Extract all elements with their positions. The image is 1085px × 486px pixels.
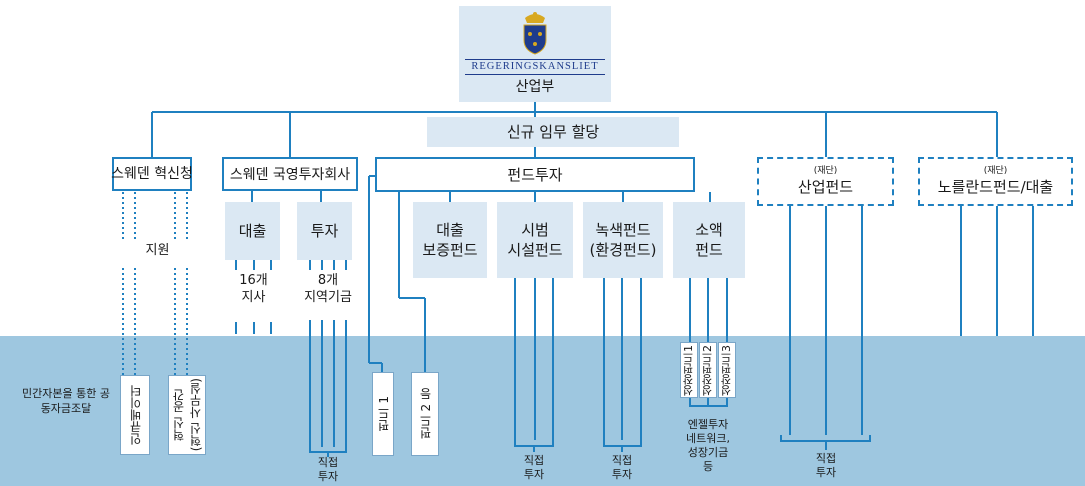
direct-invest-label-4: 직접 투자 [803, 452, 849, 480]
loan-guarantee-line2: 보증펀드 [422, 241, 478, 259]
industry-fund-box: (재단) 산업펀드 [757, 157, 894, 206]
direct-text: 직접 [611, 454, 633, 467]
angel-line1: 엔젤투자 [687, 418, 729, 431]
growth-fund1-label: 성장펀드1 [682, 344, 695, 396]
direct-invest-label-1: 직접 투자 [305, 456, 351, 484]
loan-guarantee-box: 대출 보증펀드 [413, 202, 487, 278]
state-investment-box: 스웨덴 국영투자회사 [222, 157, 358, 191]
ministry-header: REGERINGSKANSLIET 산업부 [459, 6, 611, 102]
direct-text: 직접 [317, 456, 339, 469]
green-line2: (환경펀드) [589, 241, 657, 259]
logo-text: REGERINGSKANSLIET [471, 61, 599, 72]
incubator-box: 인큐베이터 [120, 375, 150, 455]
industry-fund-tag: (재단) [813, 166, 838, 176]
pilot-line1: 시범 [521, 221, 549, 239]
invest-text: 투자 [523, 468, 545, 481]
assignment-label: 신규 임무 할당 [427, 117, 679, 147]
support-label: 지원 [140, 242, 175, 264]
fund1-label: 펀드 1 [376, 396, 391, 432]
angel-network-label: 엔젤투자 네트워크, 성장기금 등 [676, 418, 740, 474]
green-line1: 녹색펀드 [595, 221, 651, 239]
norrland-fund-box: (재단) 노를란드펀드/대출 [918, 157, 1073, 206]
industry-fund-label: 산업펀드 [797, 178, 854, 196]
branches-label: 16개 지사 [226, 272, 281, 312]
branches-text: 지사 [241, 290, 266, 305]
invest-box: 투자 [297, 202, 352, 260]
norrland-fund-label: 노를란드펀드/대출 [937, 178, 1054, 196]
fund2-box: 펀드 2 등 [411, 372, 439, 456]
innovation-space-label: 혁신 공간 [172, 389, 186, 441]
angel-line2: 네트워크, [686, 432, 730, 445]
invest-text: 투자 [317, 470, 339, 483]
direct-text: 직접 [523, 454, 545, 467]
green-fund-box: 녹색펀드 (환경펀드) [583, 202, 663, 278]
growth-fund2-box: 성장펀드2 [699, 342, 717, 398]
growth-fund3-label: 성장펀드3 [720, 344, 733, 396]
regional-funds-label: 8개 지역기금 [298, 272, 358, 312]
pilot-facility-box: 시범 시설펀드 [497, 202, 573, 278]
growth-fund3-box: 성장펀드3 [718, 342, 736, 398]
small-line1: 소액 [695, 221, 723, 239]
invest-text: 투자 [611, 468, 633, 481]
cofunding-label: 민간자본을 통한 공동자금조달 [22, 387, 110, 415]
small-line2: 펀드 [695, 241, 723, 259]
fund1-box: 펀드 1 [372, 372, 394, 456]
growth-fund2-label: 성장펀드2 [701, 344, 714, 396]
innovation-space-box: 혁신 공간 (혁신 사무실) [168, 375, 206, 455]
incubator-label: 인큐베이터 [128, 385, 143, 445]
fund2-label: 펀드 2 등 [418, 388, 433, 440]
direct-text: 직접 [815, 452, 837, 465]
fund-investment-box: 펀드투자 [375, 157, 695, 192]
ministry-label: 산업부 [515, 79, 555, 95]
direct-invest-label-2: 직접 투자 [511, 454, 557, 482]
crest-icon [523, 12, 547, 55]
loan-box: 대출 [225, 202, 280, 260]
direct-invest-label-3: 직접 투자 [599, 454, 645, 482]
norrland-fund-tag: (재단) [983, 166, 1008, 176]
small-fund-box: 소액 펀드 [673, 202, 745, 278]
pilot-line2: 시설펀드 [507, 241, 563, 259]
invest-text: 투자 [815, 466, 837, 479]
regional-count: 8개 [317, 273, 339, 288]
angel-line3: 성장기금 [687, 446, 729, 459]
angel-line4: 등 [702, 460, 714, 473]
loan-guarantee-line1: 대출 [436, 221, 464, 239]
regional-text: 지역기금 [304, 290, 352, 305]
growth-fund1-box: 성장펀드1 [680, 342, 698, 398]
innovation-agency-box: 스웨덴 혁신청 [111, 157, 193, 191]
branches-count: 16개 [239, 273, 268, 288]
innovation-office-label: (혁신 사무실) [189, 378, 203, 452]
